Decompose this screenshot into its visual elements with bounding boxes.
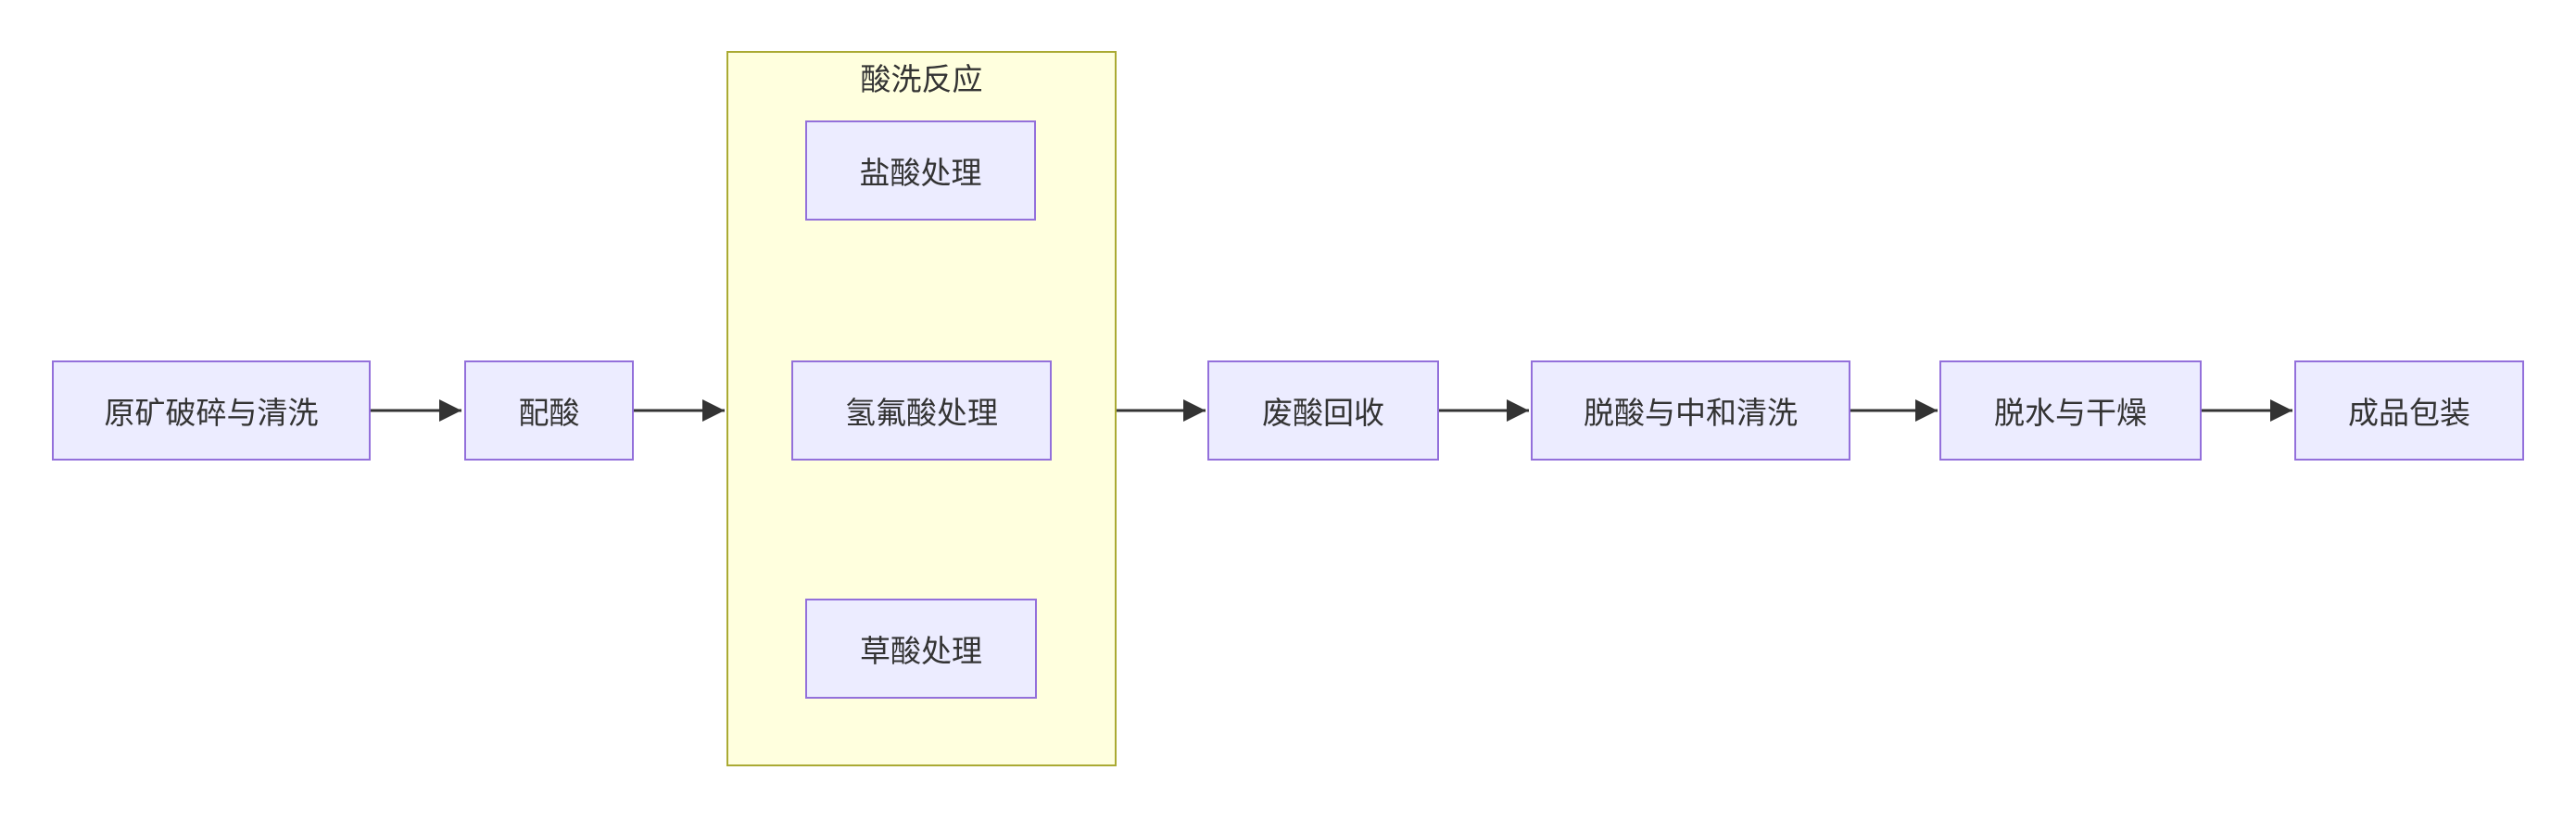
node-oxalic-acid-treatment: 草酸处理 [805, 599, 1037, 699]
node-label: 成品包装 [2348, 395, 2470, 431]
node-finished-product-packaging: 成品包装 [2294, 360, 2524, 461]
node-label: 脱酸与中和清洗 [1584, 395, 1798, 431]
node-label: 脱水与干燥 [1994, 395, 2147, 431]
node-label: 废酸回收 [1262, 395, 1384, 431]
node-deacidification-neutralization-washing: 脱酸与中和清洗 [1531, 360, 1850, 461]
node-hydrofluoric-acid-treatment: 氢氟酸处理 [791, 360, 1052, 461]
node-label: 草酸处理 [860, 633, 982, 669]
cluster-title: 酸洗反应 [860, 61, 983, 97]
node-acid-preparation: 配酸 [464, 360, 634, 461]
node-label: 配酸 [518, 395, 580, 431]
node-hydrochloric-acid-treatment: 盐酸处理 [805, 120, 1036, 221]
node-label: 氢氟酸处理 [845, 395, 998, 431]
node-waste-acid-recovery: 废酸回收 [1207, 360, 1439, 461]
node-dewatering-drying: 脱水与干燥 [1939, 360, 2202, 461]
node-raw-ore-crushing-washing: 原矿破碎与清洗 [52, 360, 371, 461]
node-label: 盐酸处理 [859, 155, 982, 191]
node-label: 原矿破碎与清洗 [104, 395, 319, 431]
